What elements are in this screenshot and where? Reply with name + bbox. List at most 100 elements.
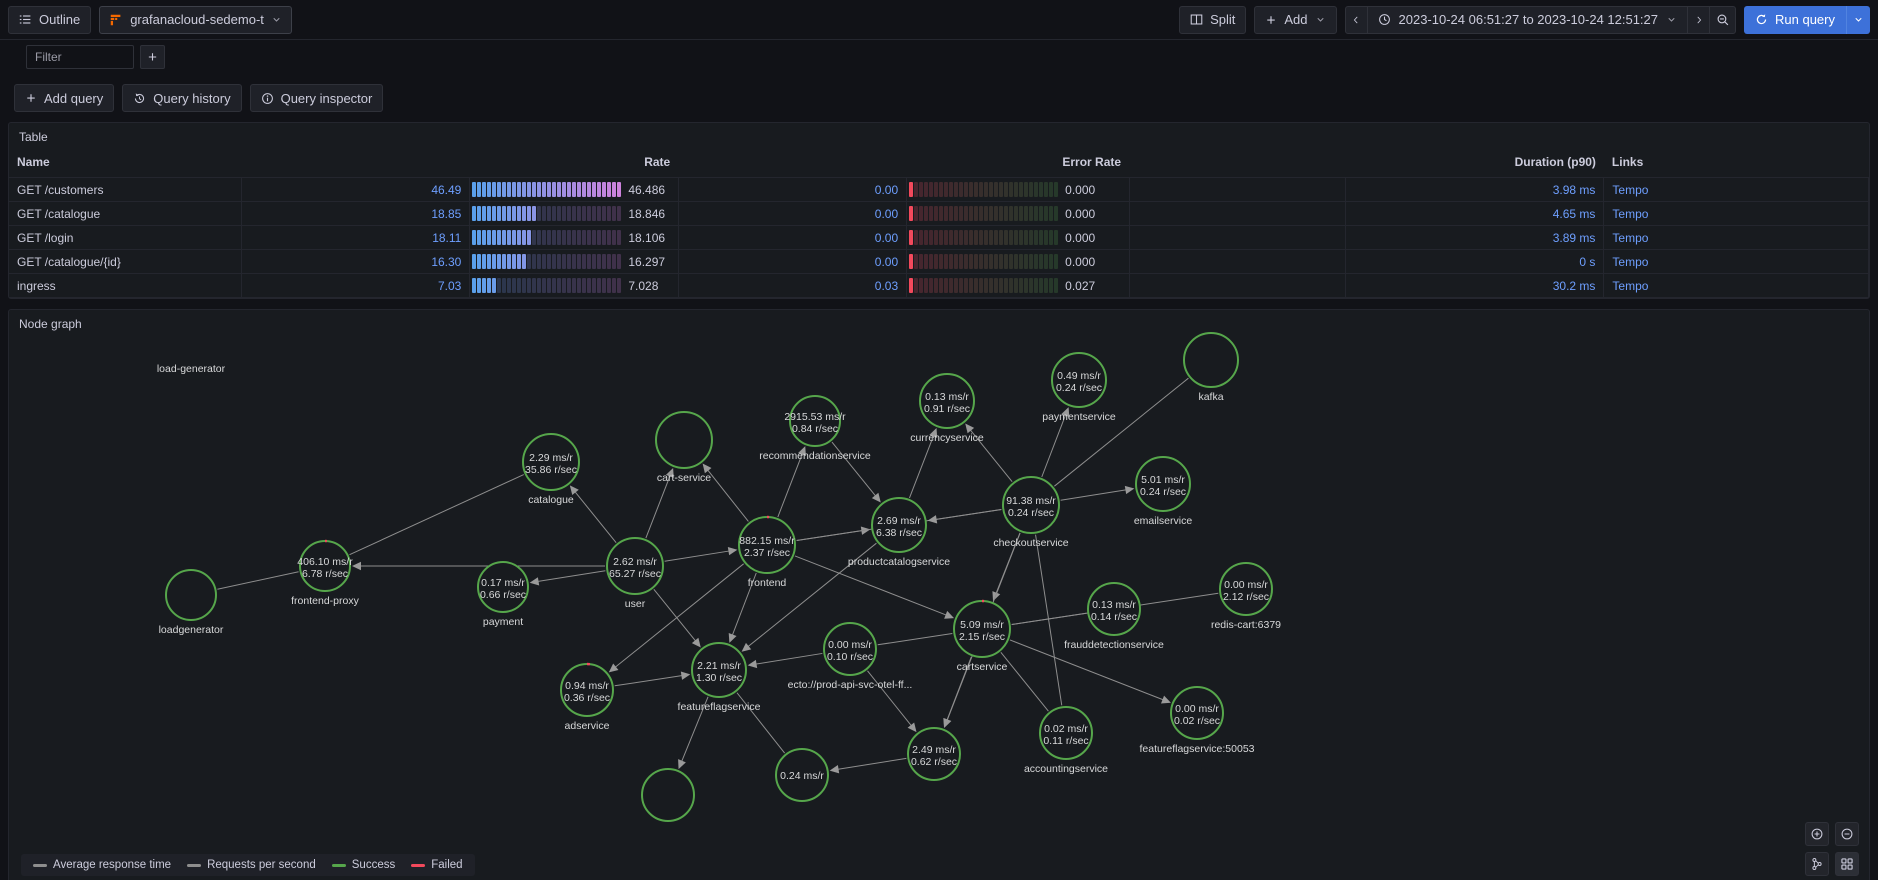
time-next-button[interactable]	[1687, 6, 1709, 33]
legend-item[interactable]: Requests per second	[187, 859, 316, 871]
add-button[interactable]: Add	[1254, 5, 1337, 34]
graph-edge[interactable]	[1054, 377, 1189, 487]
zoom-out-icon[interactable]	[1835, 822, 1859, 846]
graph-edge[interactable]	[946, 656, 972, 722]
tempo-link[interactable]: Tempo	[1612, 230, 1649, 245]
graph-node[interactable]: kafka	[1183, 332, 1239, 403]
graph-edge[interactable]	[934, 508, 1002, 521]
graph-edge[interactable]	[645, 474, 672, 539]
legend-item[interactable]: Failed	[411, 859, 463, 871]
col-header-duration[interactable]: Duration (p90)	[1514, 155, 1596, 169]
graph-edge[interactable]	[836, 757, 907, 770]
graph-edge[interactable]	[349, 474, 524, 556]
graph-edge[interactable]	[217, 571, 299, 590]
graph-edge[interactable]	[614, 674, 684, 687]
graph-edge[interactable]	[731, 572, 757, 637]
graph-edge[interactable]	[794, 555, 948, 617]
graph-node[interactable]: 0.00 ms/r0.10 r/sececto://prod-api-svc-o…	[788, 622, 913, 691]
graph-edge[interactable]	[909, 434, 935, 499]
time-range-button[interactable]: 2023-10-24 06:51:27 to 2023-10-24 12:51:…	[1368, 7, 1688, 33]
col-header-rate[interactable]: Rate	[644, 155, 671, 169]
graph-edge[interactable]	[867, 670, 913, 727]
graph-edge[interactable]	[736, 692, 786, 754]
graph-edge[interactable]	[1060, 489, 1128, 501]
add-filter-button[interactable]: +	[140, 45, 165, 69]
layout-icon[interactable]	[1805, 852, 1829, 876]
outline-button[interactable]: Outline	[8, 5, 92, 34]
graph-edge[interactable]	[1035, 534, 1063, 706]
graph-edge[interactable]	[1009, 639, 1165, 701]
graph-edge[interactable]	[653, 589, 697, 643]
graph-edge[interactable]	[831, 441, 877, 498]
time-prev-button[interactable]	[1346, 6, 1368, 33]
legend-item[interactable]: Success	[331, 859, 395, 871]
graph-node[interactable]: 2915.53 ms/r0.84 r/secrecommendationserv…	[759, 395, 871, 462]
graph-node[interactable]: loadgenerator	[159, 569, 224, 636]
zoom-out-time-button[interactable]	[1709, 6, 1735, 33]
tempo-link[interactable]: Tempo	[1612, 182, 1649, 197]
edges-layer	[217, 377, 1219, 774]
tempo-link[interactable]: Tempo	[1612, 254, 1649, 269]
col-header-error-rate[interactable]: Error Rate	[1062, 155, 1122, 169]
graph-edge[interactable]	[664, 550, 731, 562]
col-header-name[interactable]: Name	[17, 155, 50, 169]
graph-node[interactable]: 0.00 ms/r0.02 r/secfeatureflagservice:50…	[1140, 686, 1255, 755]
graph-edge[interactable]	[877, 632, 953, 646]
graph-edge[interactable]	[754, 652, 823, 665]
run-query-button[interactable]: Run query	[1744, 5, 1846, 34]
graph-edge[interactable]	[746, 542, 877, 648]
graph-edge[interactable]	[573, 490, 617, 543]
add-query-button[interactable]: Add query	[14, 84, 115, 112]
query-history-button[interactable]: Query history	[122, 84, 242, 112]
graph-edge[interactable]	[536, 570, 606, 583]
run-query-dropdown[interactable]	[1846, 5, 1870, 34]
graph-node[interactable]: 0.24 ms/r	[775, 748, 829, 802]
datasource-picker[interactable]: grafanacloud-sedemo-t	[99, 5, 292, 34]
graph-edge[interactable]	[1041, 413, 1067, 478]
query-inspector-button[interactable]: Query inspector	[249, 84, 384, 112]
filter-input[interactable]: Filter	[26, 45, 134, 69]
graph-node[interactable]: cart-service	[655, 411, 713, 484]
legend-item[interactable]: Average response time	[33, 859, 171, 871]
tempo-link[interactable]: Tempo	[1612, 278, 1649, 293]
graph-node[interactable]: 2.49 ms/r0.62 r/sec	[907, 727, 961, 781]
col-header-links[interactable]: Links	[1611, 155, 1644, 169]
tempo-link[interactable]: Tempo	[1612, 206, 1649, 221]
graph-edge[interactable]	[969, 428, 1013, 482]
graph-node[interactable]	[641, 768, 695, 822]
add-label: Add	[1284, 12, 1308, 27]
graph-edge[interactable]	[1000, 652, 1049, 712]
graph-edge[interactable]	[706, 468, 749, 522]
node-graph-svg[interactable]: load-generator loadgenerator 2.29 ms/r35.8…	[9, 332, 1869, 880]
graph-edge[interactable]	[613, 563, 744, 669]
graph-edge[interactable]	[777, 452, 804, 518]
zoom-in-icon[interactable]	[1805, 822, 1829, 846]
split-button[interactable]: Split	[1179, 5, 1247, 34]
graph-node[interactable]: load-generator	[157, 363, 226, 375]
grid-icon[interactable]	[1835, 852, 1859, 876]
graph-edge[interactable]	[680, 696, 709, 763]
graph-edge[interactable]	[1011, 612, 1087, 626]
